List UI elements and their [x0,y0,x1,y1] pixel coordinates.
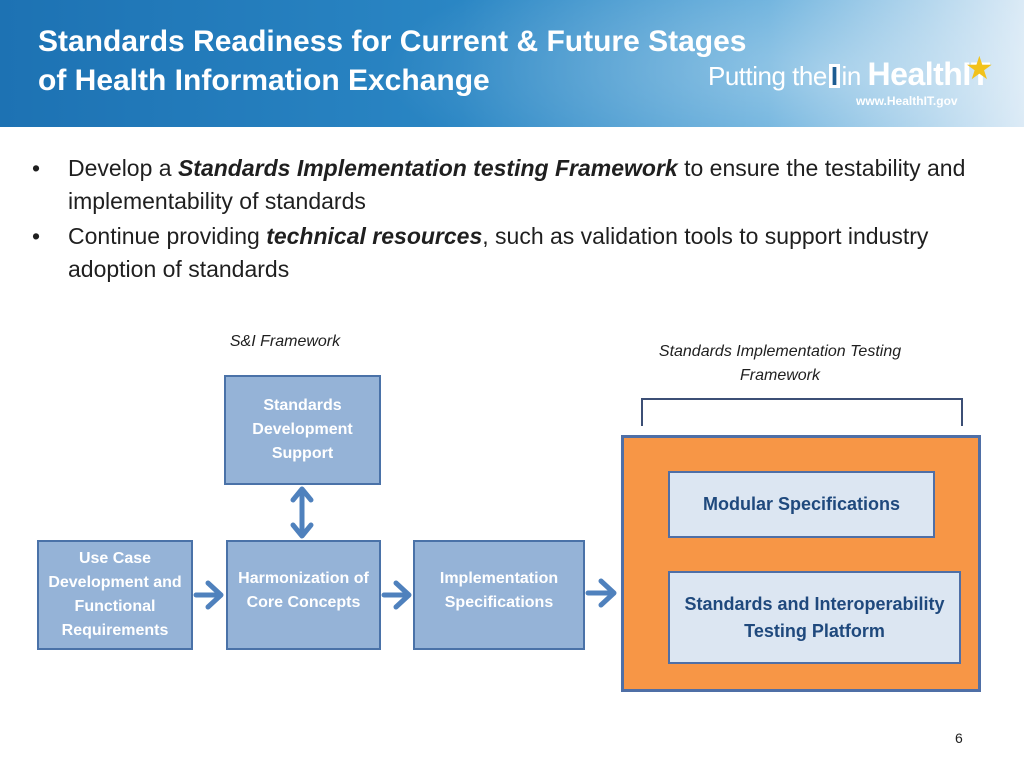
bullet-dot-icon: • [32,223,41,249]
star-icon: ★ [965,50,994,86]
implementation-specifications-box: Implementation Specifications [413,540,585,650]
modular-specifications-box: Modular Specifications [668,471,935,538]
logo-in: in [841,61,862,91]
arrow-right-2 [381,580,412,610]
bullet-emphasis: technical resources [266,223,483,249]
use-case-box: Use Case Development and Functional Requ… [37,540,193,650]
title-line-2: of Health Information Exchange [38,64,490,97]
title-line-1: Standards Readiness for Current & Future… [38,25,747,58]
framework-bracket [641,398,963,426]
bullet-text: Develop a [68,155,178,181]
si-framework-label: S&I Framework [229,333,341,350]
sitf-label: Standards Implementation Testing Framewo… [658,343,902,384]
logo-prefix: Putting the [708,61,827,91]
box-label: Harmonization of Core Concepts [238,570,369,611]
header-swoosh [380,0,1024,127]
logo-brand: HealthIT [867,56,991,92]
logo-url: www.HealthIT.gov [856,94,958,108]
bullet-item: • Continue providing technical resources… [28,220,988,286]
arrow-right-1 [193,580,224,610]
standards-development-support-box: Standards Development Support [224,375,381,485]
box-label: Standards Development Support [252,397,353,462]
logo-i-box: I [828,61,840,91]
arrow-right-3 [585,578,617,608]
testing-platform-box: Standards and Interoperability Testing P… [668,571,961,664]
harmonization-box: Harmonization of Core Concepts [226,540,381,650]
slide-title: Standards Readiness for Current & Future… [38,22,838,100]
bullet-emphasis: Standards Implementation testing Framewo… [177,155,678,181]
box-label: Implementation Specifications [439,570,559,611]
bullet-text: to ensure the testability and implementa… [68,155,966,214]
slide-header: Standards Readiness for Current & Future… [0,0,1024,127]
bullet-dot-icon: • [32,155,41,181]
box-label: Use Case Development and Functional Requ… [48,550,182,639]
double-arrow-vertical [290,486,314,539]
box-label: Modular Specifications [702,494,901,514]
bullet-item: • Develop a Standards Implementation tes… [28,152,988,218]
page-number: 6 [955,730,963,746]
bullet-text: Continue providing [68,223,267,249]
box-label: Standards and Interoperability Testing P… [684,593,945,641]
bullet-list: • Develop a Standards Implementation tes… [28,152,988,288]
bullet-text: , such as validation tools to support in… [68,223,929,282]
